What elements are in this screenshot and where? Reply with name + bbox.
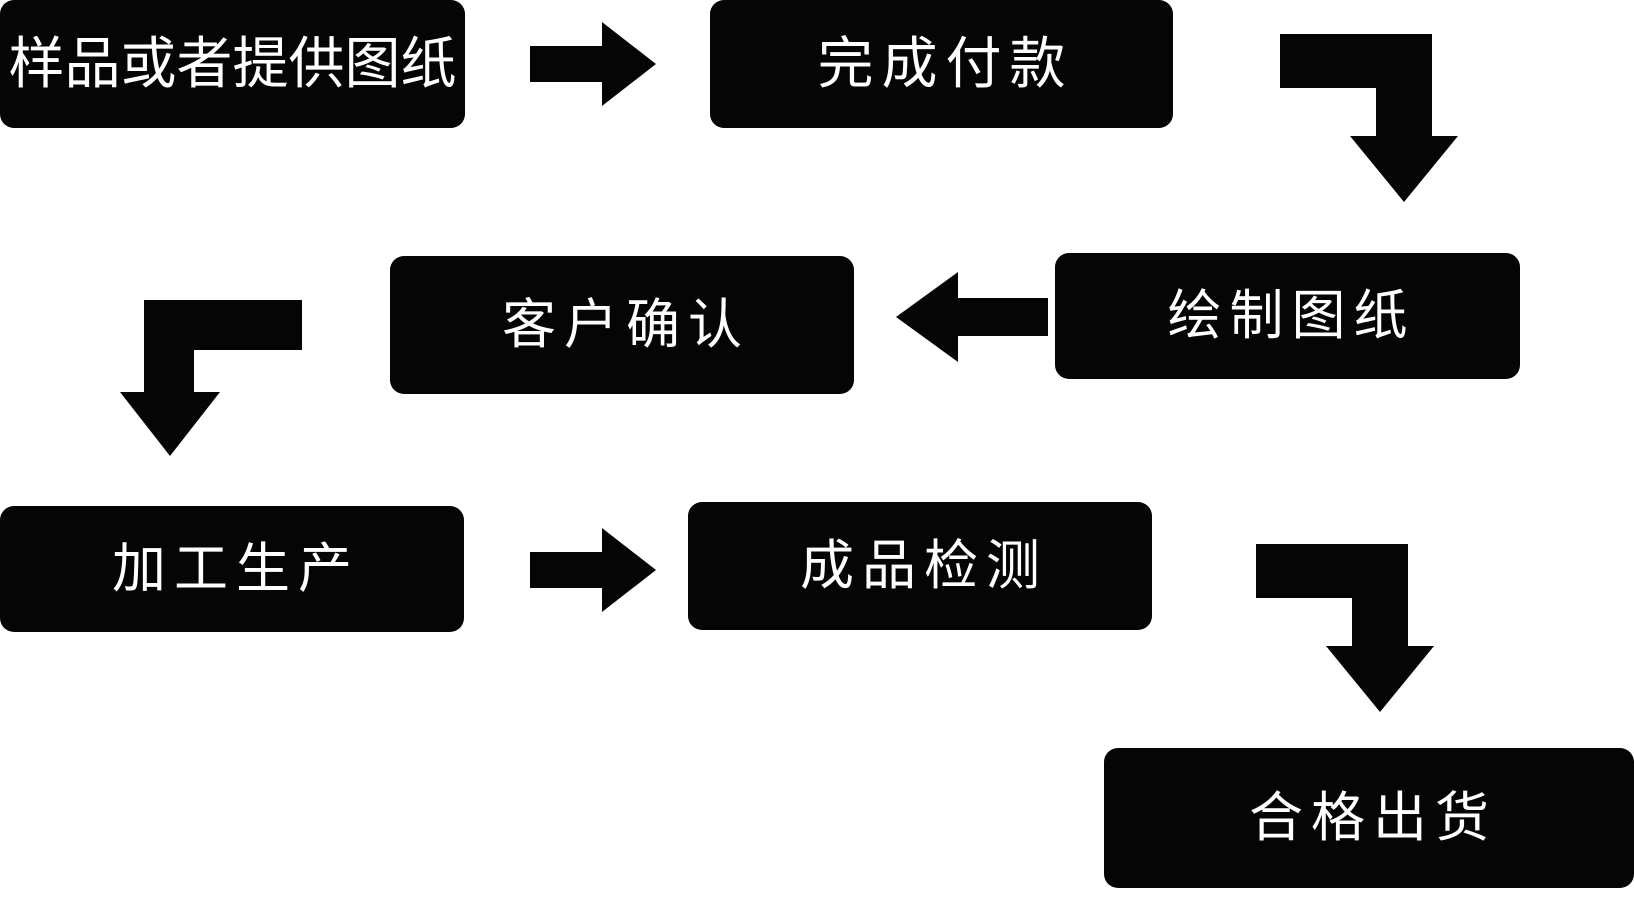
flow-node-label: 样品或者提供图纸 [8,32,457,95]
arrow-right-icon [530,528,656,612]
elbow-arrow-left-down-icon [120,288,302,456]
flow-node-label: 加工生产 [112,539,360,599]
flow-node-label: 成品检测 [800,536,1048,596]
flow-node-confirm[interactable]: 客户确认 [390,256,854,394]
flow-node-shipment[interactable]: 合格出货 [1104,748,1634,888]
flow-node-sample[interactable]: 样品或者提供图纸 [0,0,465,128]
arrow-right-icon [530,22,656,106]
flow-node-label: 完成付款 [817,32,1074,95]
flow-node-inspection[interactable]: 成品检测 [688,502,1152,630]
elbow-arrow-right-down-icon [1234,536,1434,712]
flow-node-label: 客户确认 [502,295,750,355]
flow-node-production[interactable]: 加工生产 [0,506,464,632]
arrow-left-icon [896,272,1048,362]
flow-node-payment[interactable]: 完成付款 [710,0,1173,128]
flow-node-drawing[interactable]: 绘制图纸 [1055,253,1520,379]
elbow-arrow-right-down-icon [1218,26,1458,202]
flow-node-label: 合格出货 [1249,788,1497,848]
flow-node-label: 绘制图纸 [1167,286,1416,346]
